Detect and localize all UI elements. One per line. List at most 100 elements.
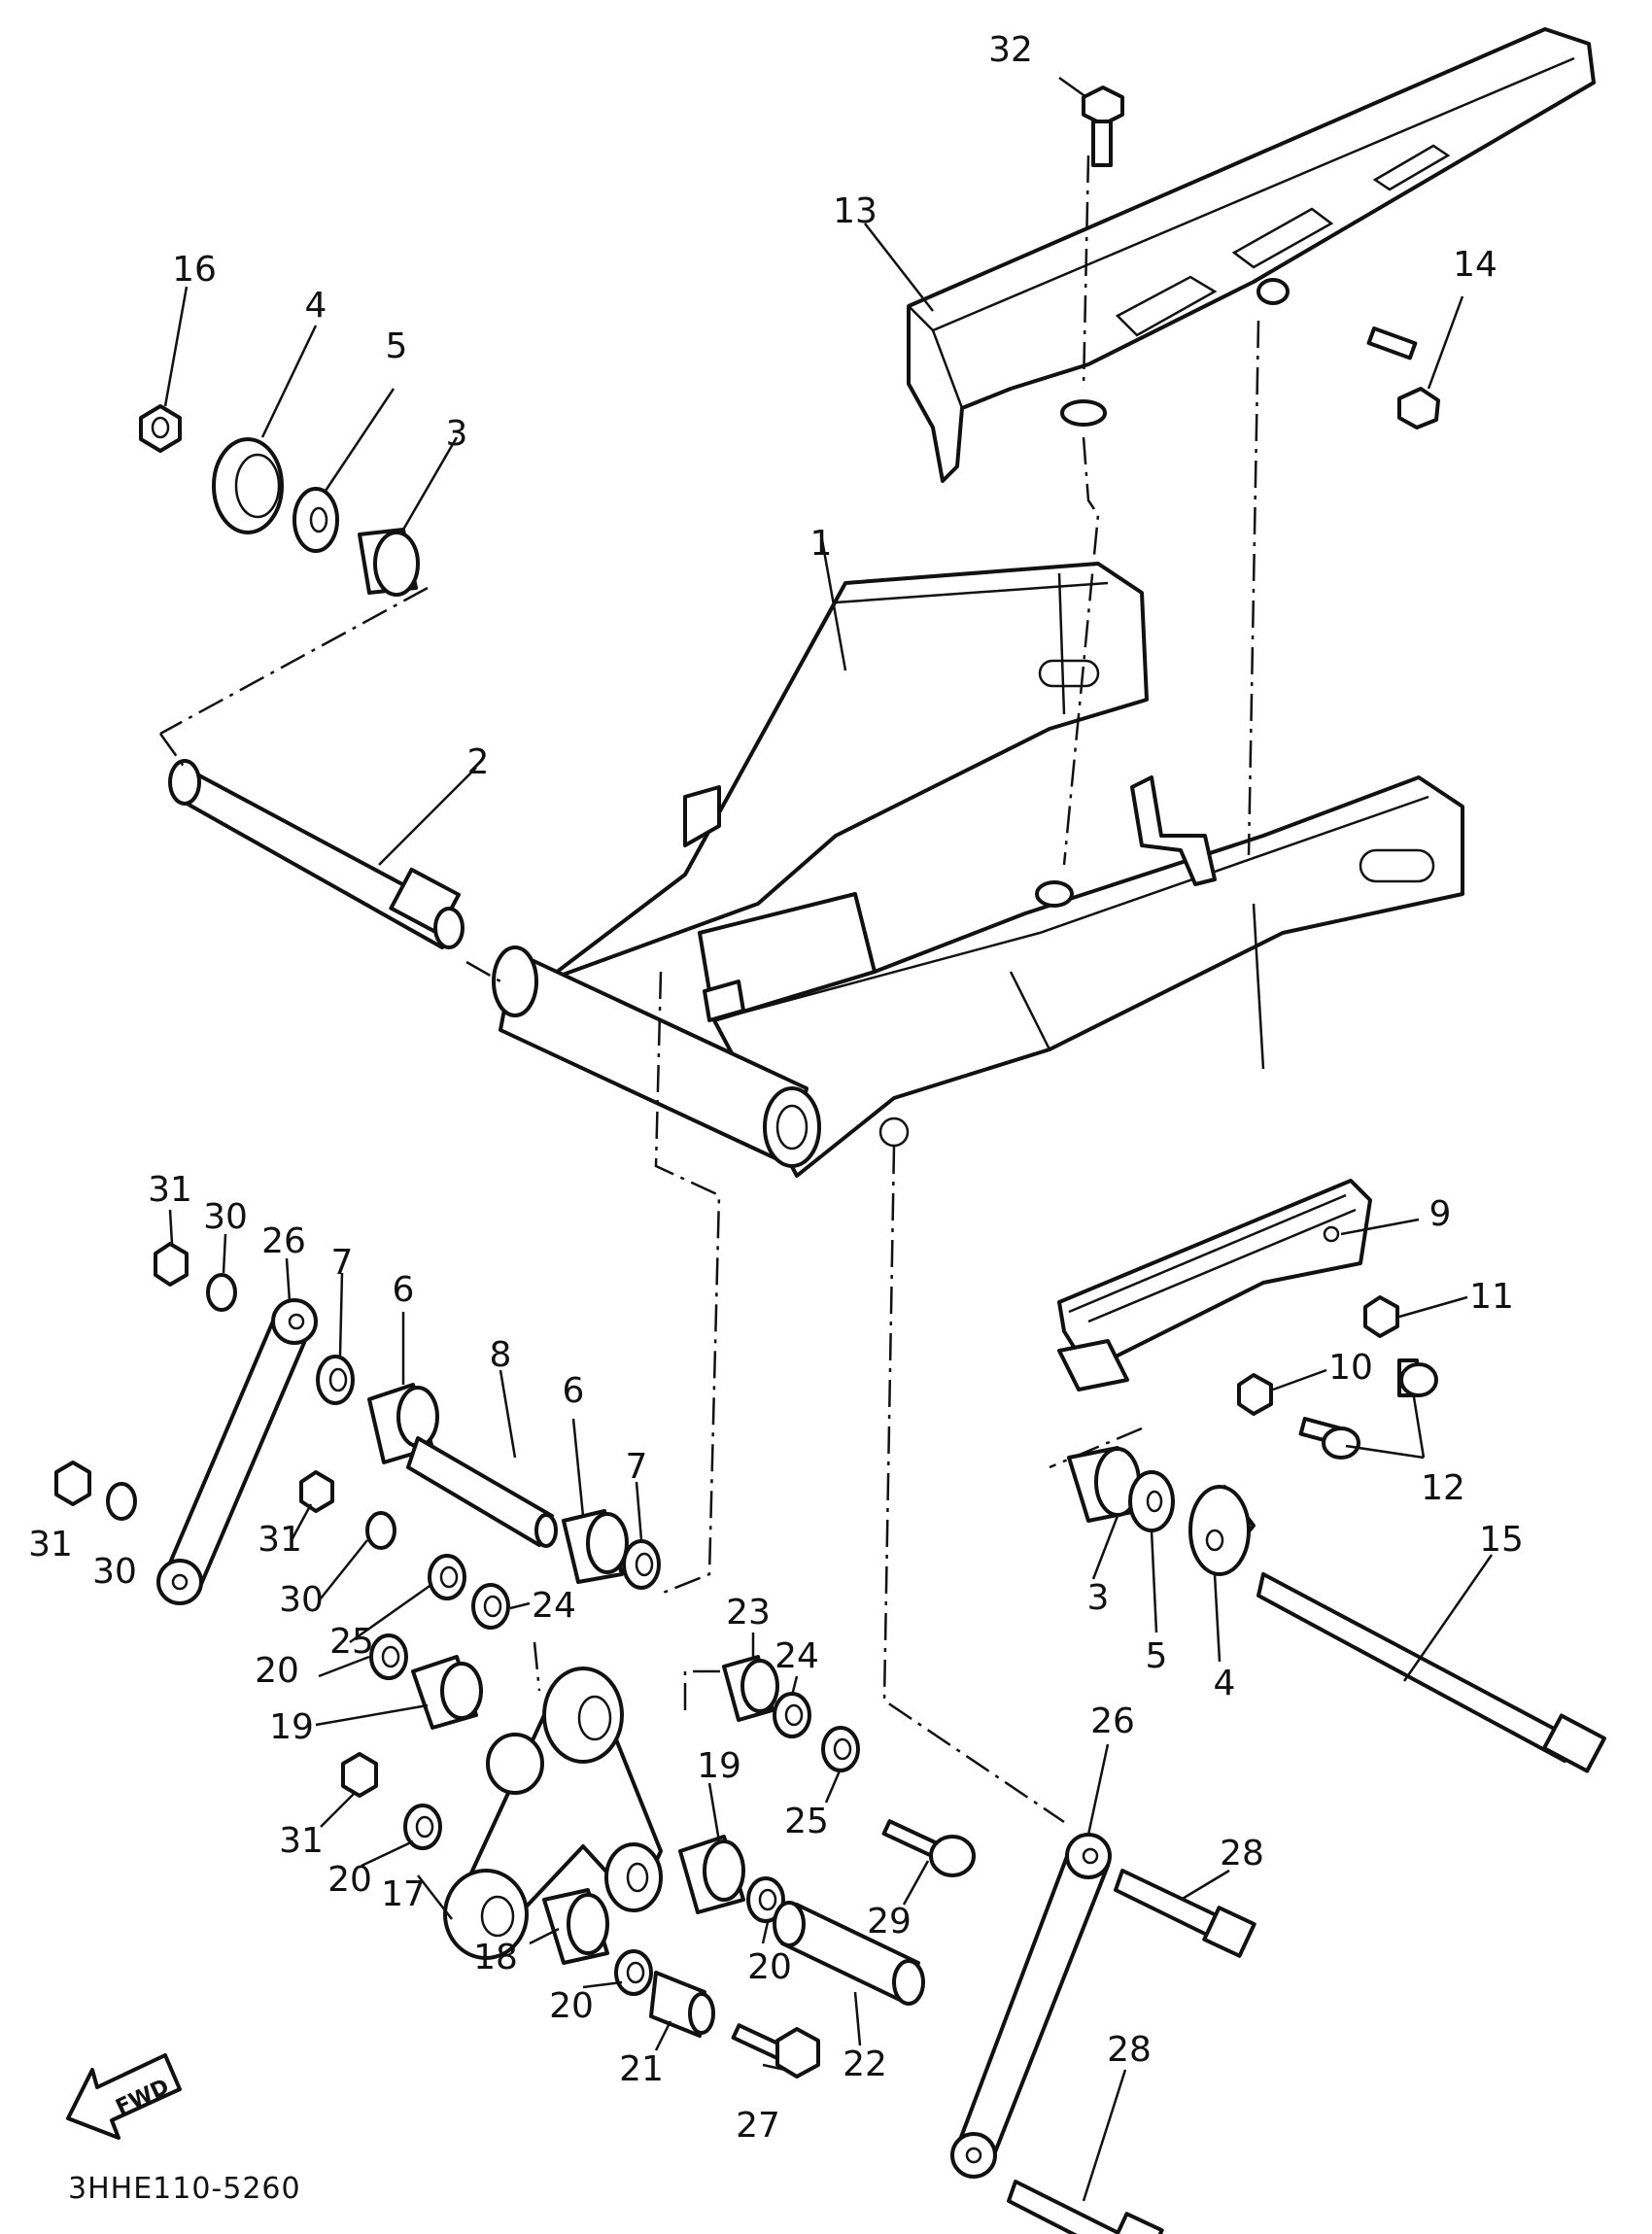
part-30-washer-c [365, 1511, 396, 1550]
part-3-bearing-lower [1067, 1446, 1141, 1523]
part-4-dust-seal-upper [212, 437, 284, 534]
callout-31-a: 31 [148, 1170, 192, 1210]
callout-26-left: 26 [261, 1221, 306, 1261]
part-14-bolt [1366, 326, 1440, 430]
part-31-nut-c [299, 1470, 334, 1513]
part-3-bearing-upper [358, 528, 420, 597]
callout-16: 16 [172, 250, 217, 290]
callout-8: 8 [489, 1335, 512, 1375]
callout-5-upper: 5 [385, 327, 408, 366]
part-25-oil-seal-a [428, 1554, 466, 1600]
callout-27: 27 [736, 2106, 780, 2146]
callout-31-c: 31 [258, 1520, 302, 1560]
callout-3-upper: 3 [445, 414, 468, 454]
part-20-seal-b [403, 1804, 442, 1850]
part-32-bolt [1082, 86, 1124, 167]
part-1-swing-arm [492, 562, 1464, 1178]
part-20-seal-c [746, 1876, 785, 1923]
part-6-bearing-b [562, 1509, 629, 1584]
part-25-oil-seal-b [821, 1726, 860, 1772]
callout-25-b: 25 [784, 1802, 829, 1841]
callout-14: 14 [1453, 245, 1497, 285]
part-12-screws [1298, 1358, 1438, 1460]
callout-12: 12 [1421, 1468, 1465, 1508]
part-19-bearing-b [678, 1835, 745, 1914]
callout-4-upper: 4 [304, 286, 327, 326]
part-27-bolt [731, 2023, 820, 2079]
callout-17: 17 [381, 1874, 426, 1914]
part-20-seal-d [614, 1949, 653, 1996]
callout-22: 22 [843, 2045, 887, 2084]
part-29-bolt [881, 1819, 976, 1877]
part-21-collar [649, 1971, 715, 2038]
leader-lines [163, 76, 1494, 2202]
callout-6-b: 6 [562, 1371, 585, 1411]
part-23-bearing [722, 1655, 779, 1722]
callout-24-b: 24 [774, 1636, 819, 1676]
callout-5-lower: 5 [1145, 1636, 1168, 1676]
callout-11: 11 [1469, 1277, 1514, 1317]
callout-30-b: 30 [92, 1552, 137, 1592]
part-22-collar [773, 1901, 925, 2006]
part-26-link-right [950, 1833, 1112, 2179]
callout-1: 1 [809, 524, 833, 564]
callout-21: 21 [619, 2049, 664, 2089]
callout-10: 10 [1328, 1348, 1373, 1388]
callout-13: 13 [833, 191, 878, 231]
part-2-pivot-shaft [168, 759, 465, 949]
catalog-part-code: 3HHE110-5260 [68, 2172, 301, 2206]
assembly-lines [158, 155, 1260, 1824]
callout-3-lower: 3 [1086, 1578, 1110, 1618]
callout-20-b: 20 [327, 1860, 372, 1900]
part-5-washer-upper [293, 487, 339, 553]
callout-20-d: 20 [549, 1986, 594, 2026]
callout-31-d: 31 [279, 1821, 324, 1861]
part-30-washer-b [106, 1482, 137, 1521]
callout-9: 9 [1428, 1194, 1452, 1234]
part-18-bearing [542, 1888, 609, 1965]
part-31-nut-a [154, 1242, 189, 1287]
callout-6-a: 6 [392, 1270, 415, 1310]
part-17-relay-arm [443, 1667, 663, 1960]
callout-18: 18 [473, 1938, 518, 1977]
part-16-nut [139, 404, 182, 453]
part-10-nut [1237, 1373, 1273, 1416]
callout-7-b: 7 [625, 1447, 648, 1487]
part-4-dust-seal-lower [1188, 1485, 1256, 1576]
callout-23: 23 [726, 1593, 771, 1633]
callout-19-a: 19 [269, 1707, 314, 1747]
callout-15: 15 [1479, 1520, 1524, 1560]
part-31-nut-d [341, 1752, 378, 1798]
callout-4-lower: 4 [1213, 1664, 1236, 1703]
part-7-thrust-cover-b [622, 1539, 661, 1590]
part-8-collar [406, 1436, 558, 1548]
part-28-bolt-upper [1114, 1869, 1256, 1958]
callout-31-b: 31 [28, 1525, 73, 1564]
callout-19-b: 19 [697, 1746, 741, 1786]
part-24-collar-b [773, 1692, 811, 1738]
part-6-bearing-a [367, 1383, 439, 1464]
part-30-washer-a [206, 1273, 237, 1312]
callout-24-a: 24 [532, 1586, 576, 1626]
part-26-link-left [156, 1298, 318, 1605]
callout-30-a: 30 [203, 1197, 248, 1237]
callout-29: 29 [867, 1902, 912, 1942]
part-9-chain-slider [1057, 1179, 1372, 1392]
part-19-bearing-a [411, 1655, 483, 1730]
callout-2: 2 [466, 742, 490, 782]
part-20-seal-a [369, 1633, 408, 1680]
part-13-chain-guard [907, 27, 1596, 483]
callout-26-right: 26 [1090, 1701, 1135, 1741]
callout-20-a: 20 [255, 1651, 299, 1691]
part-5-washer-lower [1128, 1470, 1175, 1532]
fwd-arrow-icon: FWD [66, 2053, 182, 2140]
part-7-thrust-cover-a [316, 1355, 355, 1405]
callout-20-c: 20 [747, 1947, 792, 1987]
part-31-nut-b [54, 1461, 91, 1506]
part-28-bolt-lower [1007, 2180, 1164, 2234]
callout-32: 32 [988, 30, 1033, 70]
callout-28-upper: 28 [1220, 1834, 1264, 1873]
part-15-pivot-shaft-bolt [1256, 1572, 1606, 1773]
callout-28-lower: 28 [1107, 2030, 1152, 2070]
